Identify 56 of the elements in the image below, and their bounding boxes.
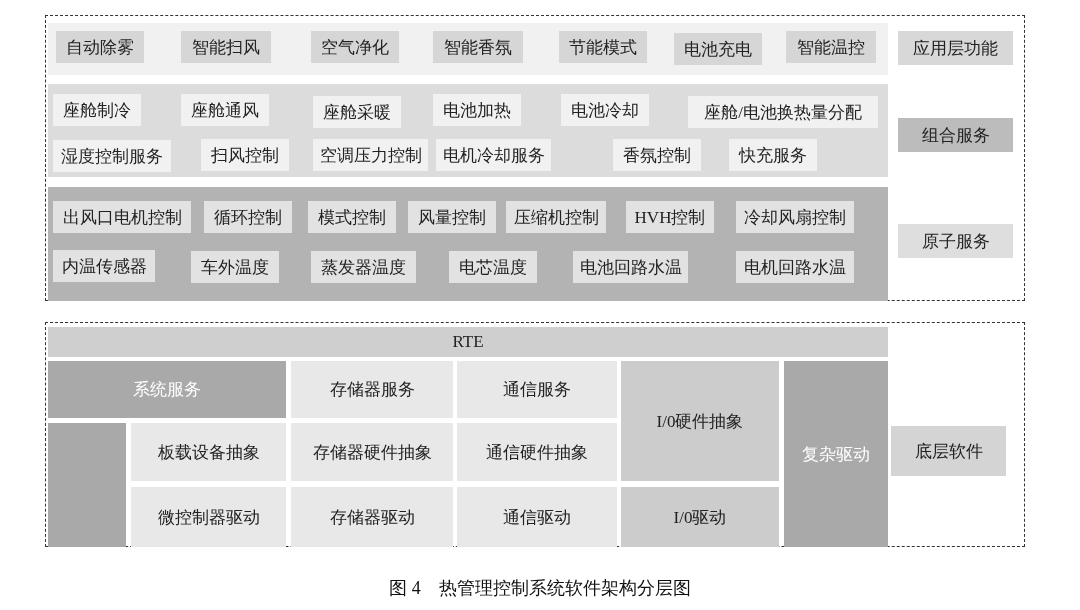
- module-box: 冷却风扇控制: [736, 201, 854, 233]
- module-box: 电芯温度: [449, 251, 537, 283]
- module-box: 电池回路水温: [573, 251, 688, 283]
- module-box: 电机回路水温: [736, 251, 854, 283]
- module-box: 扫风控制: [201, 139, 289, 171]
- module-box: HVH控制: [626, 201, 714, 233]
- module-box: 存储器服务: [291, 361, 453, 418]
- module-box: I/0驱动: [621, 487, 779, 547]
- module-box: 空气净化: [311, 31, 399, 63]
- layer-band: [48, 23, 888, 75]
- module-box: [48, 423, 126, 547]
- module-box: 系统服务: [48, 361, 286, 418]
- module-box: 存储器硬件抽象: [291, 423, 453, 481]
- module-box: 电池冷却: [561, 94, 649, 126]
- module-box: 智能温控: [786, 31, 876, 63]
- module-box: 模式控制: [308, 201, 396, 233]
- module-box: 座舱/电池换热量分配: [688, 96, 878, 128]
- figure-caption: 图 4 热管理控制系统软件架构分层图: [388, 577, 692, 600]
- module-box: 通信服务: [457, 361, 617, 418]
- module-box: 节能模式: [559, 31, 647, 63]
- module-box: 复杂驱动: [784, 361, 888, 547]
- module-box: 存储器驱动: [291, 487, 453, 547]
- module-box: 原子服务: [898, 224, 1013, 258]
- module-box: 座舱通风: [181, 94, 269, 126]
- module-box: 通信硬件抽象: [457, 423, 617, 481]
- module-box: 组合服务: [898, 118, 1013, 152]
- module-box: RTE: [48, 327, 888, 357]
- dashed-frame: [45, 15, 1025, 301]
- module-box: 车外温度: [191, 251, 279, 283]
- module-box: 座舱采暖: [313, 96, 401, 128]
- module-box: 电池加热: [433, 94, 521, 126]
- module-box: 微控制器驱动: [131, 487, 286, 547]
- module-box: 电池充电: [674, 33, 762, 65]
- module-box: 底层软件: [891, 426, 1006, 476]
- module-box: 出风口电机控制: [53, 201, 191, 233]
- layer-band: [48, 84, 888, 177]
- module-box: I/0硬件抽象: [621, 361, 779, 481]
- module-box: 香氛控制: [613, 139, 701, 171]
- module-box: 智能扫风: [181, 31, 271, 63]
- module-box: 循环控制: [204, 201, 292, 233]
- module-box: 内温传感器: [53, 250, 155, 282]
- layer-band: [48, 187, 888, 301]
- module-box: 座舱制冷: [53, 94, 141, 126]
- module-box: 压缩机控制: [506, 201, 606, 233]
- dashed-frame: [45, 322, 1025, 547]
- module-box: 应用层功能: [898, 31, 1013, 65]
- module-box: 湿度控制服务: [53, 140, 171, 172]
- module-box: 风量控制: [408, 201, 496, 233]
- module-box: 空调压力控制: [313, 139, 428, 171]
- module-box: 电机冷却服务: [436, 139, 551, 171]
- module-box: 智能香氛: [433, 31, 523, 63]
- module-box: 通信驱动: [457, 487, 617, 547]
- module-box: 蒸发器温度: [311, 251, 416, 283]
- module-box: 自动除雾: [56, 31, 144, 63]
- module-box: 板载设备抽象: [131, 423, 286, 481]
- module-box: 快充服务: [729, 139, 817, 171]
